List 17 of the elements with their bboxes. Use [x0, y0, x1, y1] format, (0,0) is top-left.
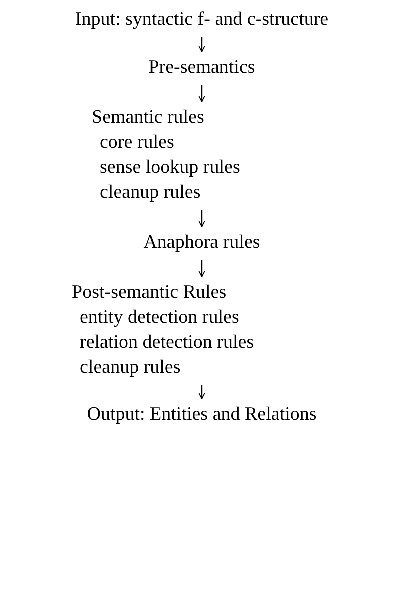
arrow [198, 85, 206, 102]
stage-heading: Pre-semantics [148, 56, 256, 80]
rule-item: entity detection rules [79, 306, 240, 330]
stage-heading: Semantic rules [92, 106, 206, 130]
arrow [198, 385, 206, 400]
stage-heading: Post-semantic Rules [72, 281, 228, 305]
stage-heading: Output: Entities and Relations [87, 403, 317, 427]
arrow [198, 260, 206, 278]
rule-item: cleanup rules [79, 356, 182, 380]
stage-heading: Anaphora rules [144, 231, 260, 255]
rule-item: core rules [99, 131, 176, 155]
rule-item: sense lookup rules [99, 156, 240, 180]
rule-item: relation detection rules [79, 331, 254, 355]
arrow [198, 37, 206, 52]
rule-item: cleanup rules [99, 181, 202, 205]
arrow [198, 210, 206, 228]
stage-heading: Input: syntactic f- and c-structure [75, 8, 329, 32]
